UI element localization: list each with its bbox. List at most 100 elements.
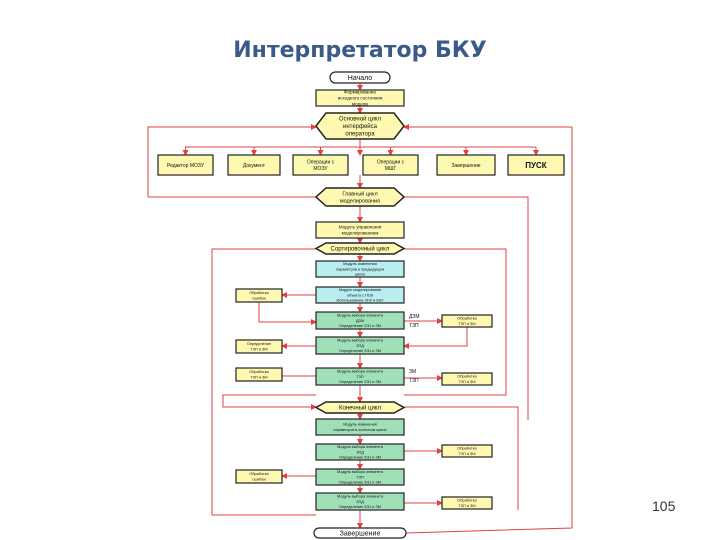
module-a-4-text-0: Модуль выбора элемента [337,370,384,374]
module-a-4 [315,367,405,386]
side-left-a-2-text-1: ТЗП и ЗМ [251,375,268,379]
form-state-box-text-0: Формирование [344,90,376,95]
side-right-b-0-text-0: Обработка [457,447,477,451]
form-state-box-text-1: исходного состояния [338,96,383,101]
module-a-2-text-2: Определение ЗЭ1 и ЗМ [339,324,381,328]
module-a-1-text-1: объекта с ПСВ [347,293,374,297]
control-module-box-text-0: Модуль управления [339,225,382,230]
main-cycle-hex-text-2: оператора [345,132,375,138]
module-a-3 [315,336,405,355]
module-b-1-text-0: Модуль выбора элемента [337,445,384,449]
page-title: Интерпретатор БКУ [233,38,487,63]
option-start [507,154,565,176]
module-b-3-text-1: ЗПД [356,500,364,504]
module-a-0-text-0: Модуль изменения [343,262,377,266]
module-a-3-text-2: Определение ЗЭ1 и ЗМ [339,349,381,353]
side-right-b-1-text-0: Обработка [457,499,477,503]
page-number: 105 [652,498,676,514]
form-state-box-text-2: модели [352,102,368,107]
module-b-2 [315,468,405,486]
module-a-1-text-2: Использование ЗНУ и БКУ [336,299,384,303]
option-finish-text-0: Завершение [451,163,480,169]
module-a-2-text-0: Модуль выбора элемента [337,314,384,318]
option-editor-text-0: Редактор МОЗУ [167,163,205,169]
module-a-2 [315,311,405,330]
conn-la0b [258,302,317,325]
option-ops-msh-text-1: МШГ [385,166,397,172]
option-ops-msh-text-0: Операции с [377,160,405,166]
final-cycle-hex-text-0: Конечный цикл [339,405,382,412]
sort-cycle-hex [314,242,406,255]
module-b-2-text-0: Модуль выбора элемента [337,470,384,474]
option-document-text-0: Документ [243,163,266,169]
module-b-1-text-2: Определение ЗЭ1 и ЗМ [339,456,381,460]
module-a-1 [315,286,405,304]
module-a-0-text-2: цикле [355,273,365,277]
end-node-text-0: Завершение [340,530,381,537]
option-ops-mozu-text-1: МОЗУ [313,166,328,172]
side-right-b-0-text-1: ТЗП и ЗМ [459,452,476,456]
final-cycle-hex [314,401,406,414]
option-ops-mozu [292,154,349,176]
side-left-a-2-text-0: Обработка [249,370,269,374]
loop-right-outer [405,127,573,534]
model-cycle-hex-text-0: Главный цикл [342,190,377,197]
option-editor [157,154,214,176]
loop-right-model [404,196,529,420]
edge-label-3: ТЗП [409,378,419,384]
loop-sort-right [404,248,507,396]
sort-cycle-hex-text-0: Сортировочный цикл [331,246,390,253]
edge-label-2: ЗМ [409,369,416,375]
end-node [313,527,407,539]
side-right-a-0-text-0: Обработка [457,317,477,321]
module-b-3-text-2: Определение ЗЭ1 и ЗМ [339,505,381,509]
side-left-a-0-text-0: Обработка [249,291,269,295]
side-right-a-1 [441,372,493,386]
loop-final-right [404,406,519,510]
side-right-b-1-text-1: ТЗП и ЗМ [459,504,476,508]
form-state-box [315,89,405,107]
module-b-2-text-2: Определение ЗЭ1 и ЗМ [339,481,381,485]
module-a-2-text-1: ДЗМ [356,319,364,323]
conn-ra0b [403,327,468,349]
model-cycle-hex-text-1: моделирования [340,198,380,204]
option-document [227,154,281,176]
control-module-box [315,221,405,239]
side-right-a-0-text-1: ТЗП и ЗМ [459,322,476,326]
side-left-a-1-text-0: Определение [247,342,271,346]
module-b-1 [315,443,405,461]
module-a-1-text-0: Модуль моделирования [339,288,381,292]
side-left-a-0 [235,288,283,303]
edge-label-0: ДЗМ [409,314,420,320]
start-node-text-0: Начало [348,75,372,82]
main-cycle-hex-text-1: интерфейса [343,123,378,130]
module-a-4-text-1: ТЗП [356,375,364,379]
main-cycle-hex-text-0: Основной цикл [339,116,382,123]
side-left-b-0-text-1: ошибок [252,477,266,481]
start-node [329,71,391,84]
side-right-a-1-text-1: ТЗП и ЗМ [459,380,476,384]
module-a-0-text-1: параметров в предыдущем [336,267,385,271]
loop-final-left [222,394,317,410]
loop-left-main [147,124,317,197]
loop-sort-left [211,248,316,516]
side-left-b-0-text-0: Обработка [249,472,269,476]
option-ops-msh [362,154,419,176]
option-finish [436,154,496,176]
side-left-a-0-text-1: ошибок [252,296,266,300]
side-left-a-2 [235,367,283,382]
side-left-b-0 [235,469,283,484]
model-cycle-hex [314,187,406,207]
side-right-b-0 [441,444,493,458]
side-right-a-0 [441,314,493,328]
edge-label-1: ТЗП [409,323,419,329]
side-left-a-1 [235,339,283,354]
module-b-3-text-0: Модуль выбора элемента [337,495,384,499]
module-b-2-text-1: ТЗП [356,475,364,479]
module-b-0-text-0: Модуль изменения [343,423,377,427]
module-b-0 [315,418,405,436]
module-a-3-text-1: ЗПД [356,344,364,348]
module-b-0-text-1: параметров в конечном цикле [333,428,386,432]
module-a-4-text-2: Определение ЗЭ1 и ЗМ [339,380,381,384]
module-a-0 [315,260,405,278]
